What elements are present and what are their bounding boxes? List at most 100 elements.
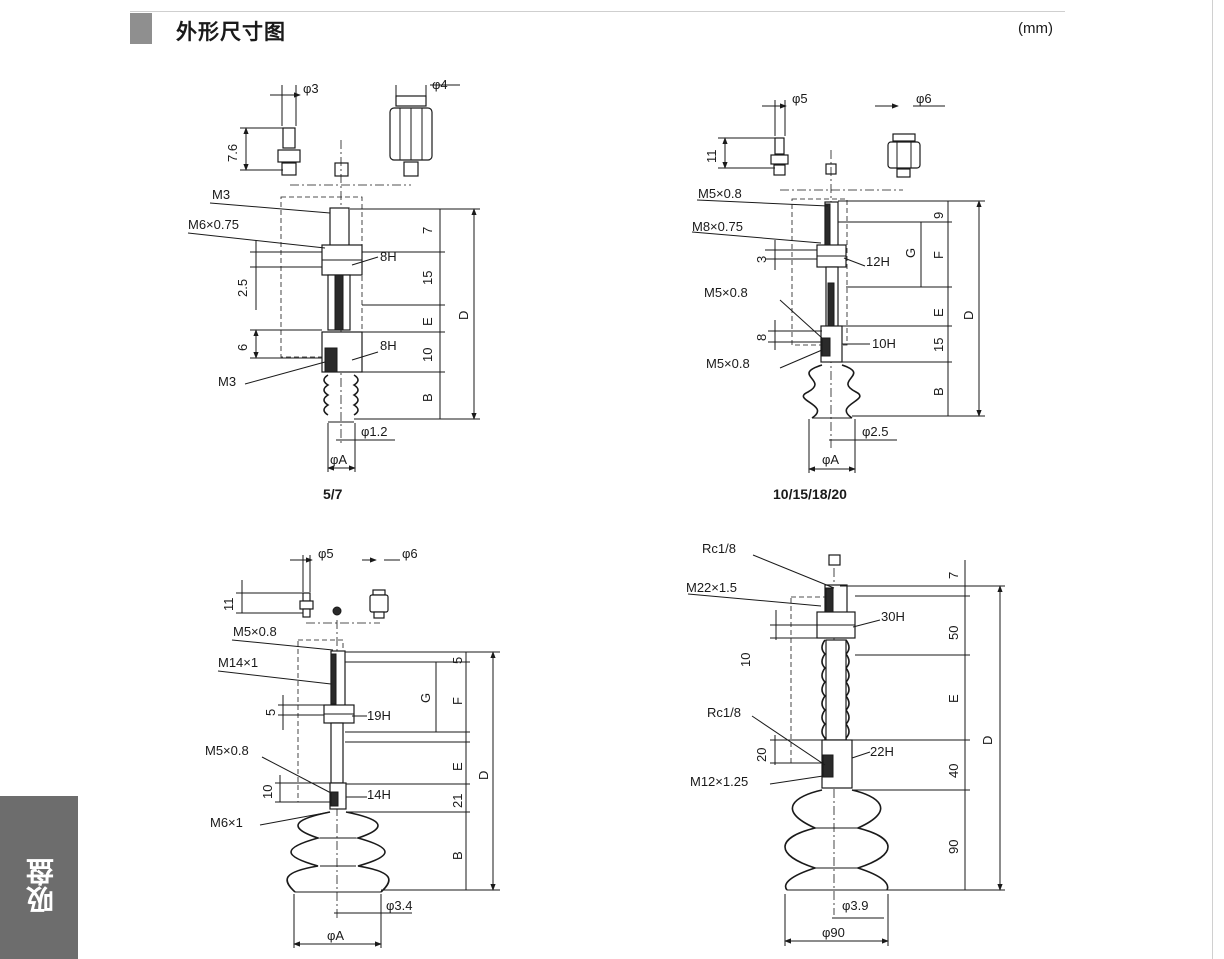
svg-text:E: E bbox=[420, 317, 435, 326]
svg-text:B: B bbox=[450, 851, 465, 860]
body-d4 bbox=[784, 584, 889, 891]
svg-text:40: 40 bbox=[946, 764, 961, 778]
svg-text:15: 15 bbox=[420, 271, 435, 285]
svg-text:E: E bbox=[931, 308, 946, 317]
svg-text:φ4: φ4 bbox=[432, 77, 448, 92]
fitting-large-d2 bbox=[887, 133, 921, 178]
svg-text:D: D bbox=[961, 311, 976, 320]
svg-text:11: 11 bbox=[221, 598, 236, 612]
svg-text:φ3: φ3 bbox=[303, 81, 319, 96]
svg-text:19H: 19H bbox=[367, 708, 391, 723]
dim-labels-d3: φ5 φ6 11 M5×0.8 M14×1 5 19H M5×0.8 10 14… bbox=[205, 546, 491, 943]
svg-text:15: 15 bbox=[931, 338, 946, 352]
svg-text:10H: 10H bbox=[872, 336, 896, 351]
svg-text:M3: M3 bbox=[212, 187, 230, 202]
svg-text:φ90: φ90 bbox=[822, 925, 845, 940]
svg-text:M6×0.75: M6×0.75 bbox=[188, 217, 239, 232]
svg-text:6: 6 bbox=[235, 344, 250, 351]
svg-text:φ2.5: φ2.5 bbox=[862, 424, 889, 439]
svg-text:2.5: 2.5 bbox=[235, 279, 250, 297]
svg-text:E: E bbox=[946, 694, 961, 703]
svg-text:φ3.9: φ3.9 bbox=[842, 898, 869, 913]
page-title: 外形尺寸图 bbox=[176, 20, 286, 44]
svg-text:φ5: φ5 bbox=[792, 91, 808, 106]
fitting-large-d1 bbox=[389, 95, 433, 177]
svg-text:M5×0.8: M5×0.8 bbox=[706, 356, 750, 371]
dim-labels-d1: φ3 φ4 7.6 M3 M6×0.75 8H 2.5 6 8H M3 φ1.2… bbox=[188, 77, 471, 502]
header-rule bbox=[130, 11, 1065, 12]
svg-text:φ6: φ6 bbox=[402, 546, 418, 561]
dims-d3 bbox=[217, 555, 500, 948]
svg-text:11: 11 bbox=[704, 150, 719, 164]
svg-text:8H: 8H bbox=[380, 249, 397, 264]
svg-text:3: 3 bbox=[754, 256, 769, 263]
svg-text:B: B bbox=[931, 387, 946, 396]
svg-text:D: D bbox=[456, 311, 471, 320]
svg-text:φ5: φ5 bbox=[318, 546, 334, 561]
dim-labels-d4: Rc1/8 M22×1.5 30H 10 Rc1/8 20 22H M12×1.… bbox=[686, 541, 995, 940]
svg-text:22H: 22H bbox=[870, 744, 894, 759]
svg-text:7: 7 bbox=[946, 572, 961, 579]
svg-text:Rc1/8: Rc1/8 bbox=[707, 705, 741, 720]
svg-text:F: F bbox=[450, 697, 465, 705]
fitting-small-d3 bbox=[299, 592, 314, 618]
svg-text:8: 8 bbox=[754, 334, 769, 341]
fitting-small-d1 bbox=[277, 127, 301, 176]
svg-text:φA: φA bbox=[822, 452, 839, 467]
svg-text:5: 5 bbox=[450, 657, 465, 664]
svg-text:M8×0.75: M8×0.75 bbox=[692, 219, 743, 234]
svg-text:M3: M3 bbox=[218, 374, 236, 389]
caption-d2: 10/15/18/20 bbox=[773, 486, 847, 502]
plug-d3 bbox=[332, 606, 342, 616]
svg-text:φ6: φ6 bbox=[916, 91, 932, 106]
fitting-small-d2 bbox=[770, 137, 789, 176]
svg-text:10: 10 bbox=[260, 785, 275, 799]
svg-text:8H: 8H bbox=[380, 338, 397, 353]
unit-label: (mm) bbox=[1018, 20, 1053, 37]
svg-text:M14×1: M14×1 bbox=[218, 655, 258, 670]
svg-text:Rc1/8: Rc1/8 bbox=[702, 541, 736, 556]
svg-text:M22×1.5: M22×1.5 bbox=[686, 580, 737, 595]
dims-d1 bbox=[187, 84, 480, 472]
svg-text:E: E bbox=[450, 762, 465, 771]
plug-d4 bbox=[828, 554, 841, 566]
fitting-large-d3 bbox=[369, 589, 389, 619]
svg-text:M12×1.25: M12×1.25 bbox=[690, 774, 748, 789]
drawing-10-20: φ5 φ6 11 M5×0.8 M8×0.75 3 12H M5×0.8 8 1… bbox=[691, 91, 985, 502]
svg-text:30H: 30H bbox=[881, 609, 905, 624]
side-category-tab[interactable] bbox=[0, 796, 78, 959]
drawing-4: Rc1/8 M22×1.5 30H 10 Rc1/8 20 22H M12×1.… bbox=[686, 541, 1005, 946]
title-marker bbox=[130, 13, 152, 44]
svg-text:B: B bbox=[420, 393, 435, 402]
svg-text:5: 5 bbox=[263, 709, 278, 716]
svg-text:9: 9 bbox=[931, 212, 946, 219]
svg-text:20: 20 bbox=[754, 748, 769, 762]
caption-d1: 5/7 bbox=[323, 486, 343, 502]
dims-d4 bbox=[687, 554, 1005, 946]
plug-d1 bbox=[334, 162, 349, 177]
svg-text:50: 50 bbox=[946, 626, 961, 640]
page-edge bbox=[1212, 0, 1213, 959]
svg-text:G: G bbox=[418, 693, 433, 703]
svg-text:G: G bbox=[903, 248, 918, 258]
svg-text:M5×0.8: M5×0.8 bbox=[233, 624, 277, 639]
svg-text:14H: 14H bbox=[367, 787, 391, 802]
svg-text:10: 10 bbox=[420, 348, 435, 362]
svg-text:21: 21 bbox=[450, 794, 465, 808]
svg-text:90: 90 bbox=[946, 840, 961, 854]
svg-text:φ1.2: φ1.2 bbox=[361, 424, 388, 439]
svg-text:M5×0.8: M5×0.8 bbox=[205, 743, 249, 758]
svg-text:φ3.4: φ3.4 bbox=[386, 898, 413, 913]
body-d2 bbox=[802, 201, 861, 419]
svg-text:M5×0.8: M5×0.8 bbox=[704, 285, 748, 300]
drawing-3: φ5 φ6 11 M5×0.8 M14×1 5 19H M5×0.8 10 14… bbox=[205, 546, 500, 948]
svg-text:φA: φA bbox=[330, 452, 347, 467]
svg-text:D: D bbox=[980, 736, 995, 745]
svg-text:10: 10 bbox=[738, 653, 753, 667]
svg-text:7.6: 7.6 bbox=[225, 144, 240, 162]
body-d3 bbox=[286, 650, 390, 893]
svg-text:M5×0.8: M5×0.8 bbox=[698, 186, 742, 201]
svg-text:F: F bbox=[931, 251, 946, 259]
